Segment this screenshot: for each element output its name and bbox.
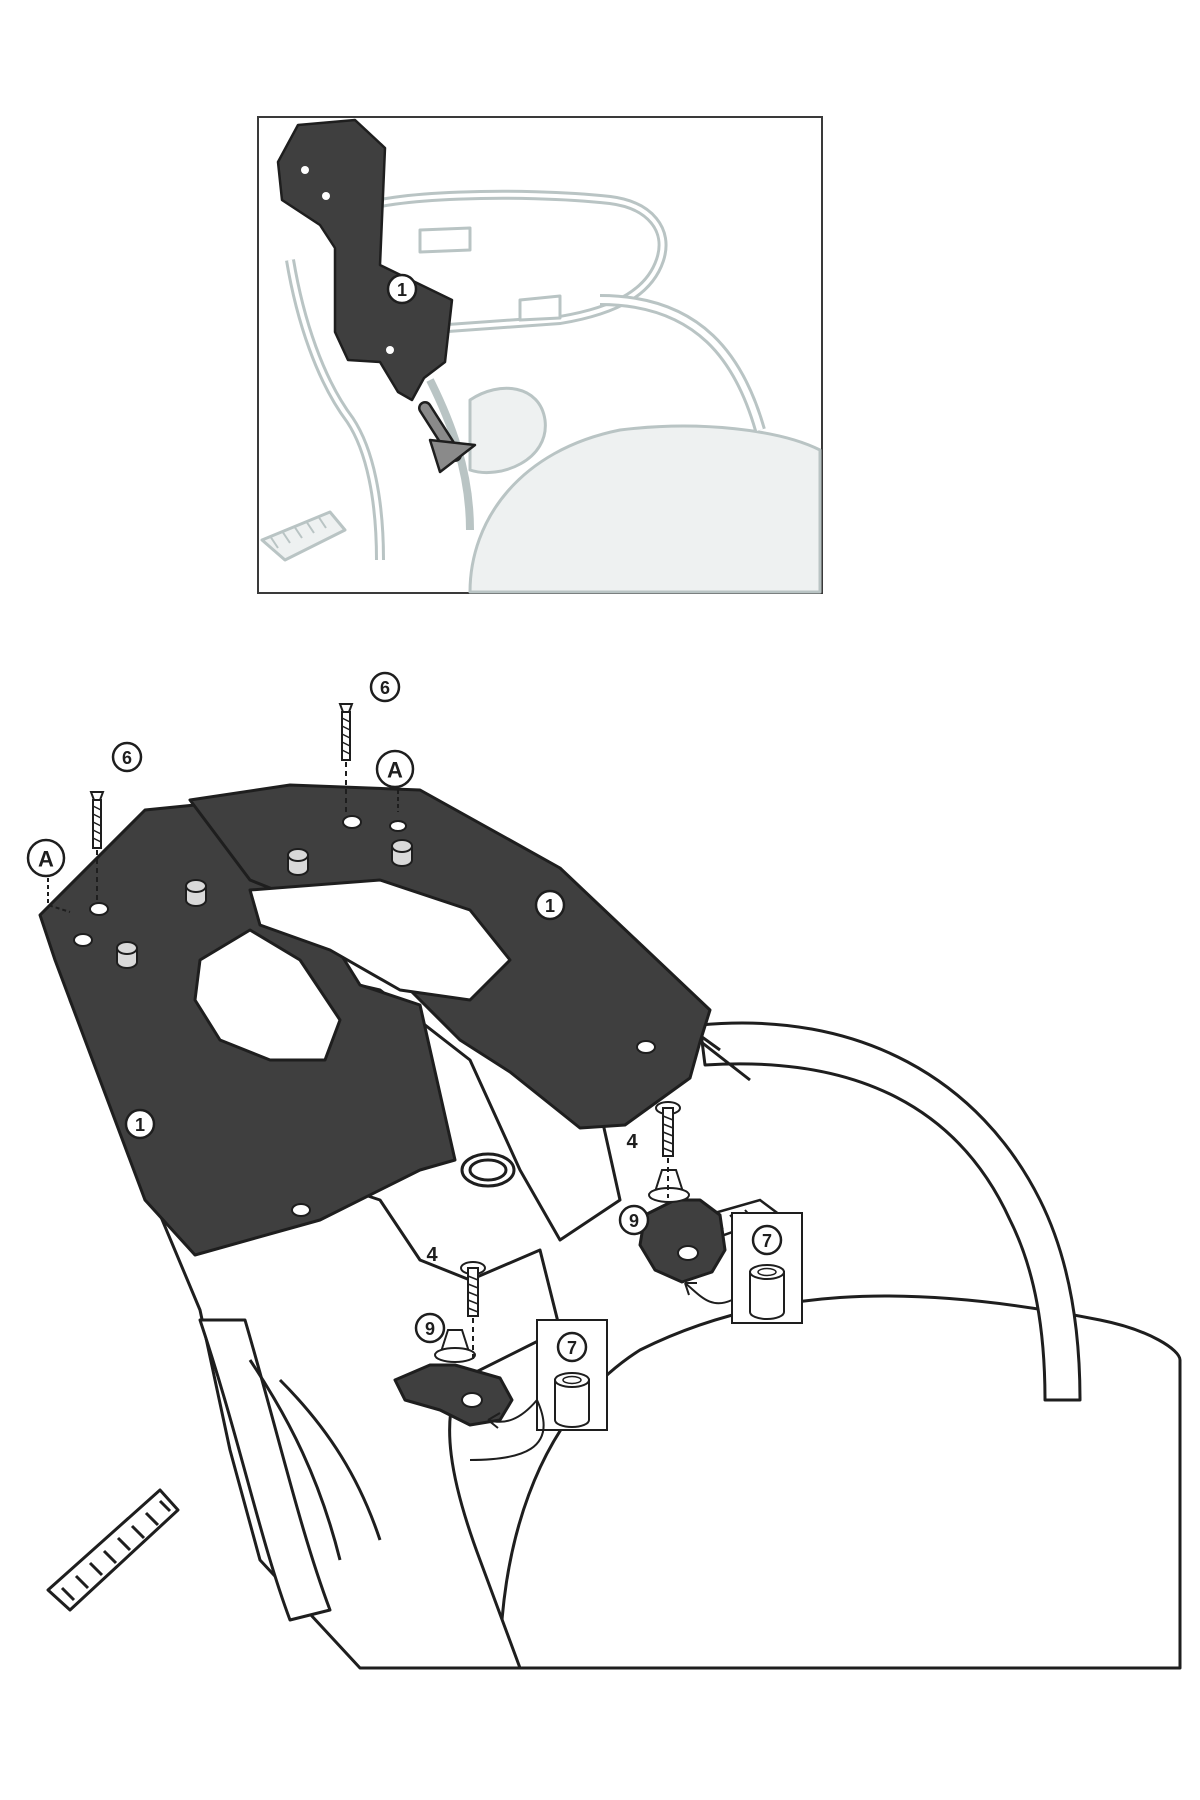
left-plate-holes — [73, 902, 311, 1217]
callout-9-left: 9 — [414, 1312, 446, 1344]
callout-7-left: 7 — [556, 1331, 588, 1363]
left-plate-spacers — [116, 879, 207, 969]
left-bracket-9 — [393, 1329, 514, 1427]
label-4-left: 4 — [426, 1244, 438, 1266]
svg-text:6: 6 — [122, 748, 132, 768]
svg-text:1: 1 — [135, 1115, 145, 1135]
callout-7-right: 7 — [751, 1224, 783, 1256]
svg-text:1: 1 — [397, 280, 407, 300]
callout-a-right: A — [375, 749, 415, 789]
svg-text:A: A — [38, 847, 54, 872]
left-screw-4 — [460, 1261, 486, 1360]
inset-motorcycle-ghost — [260, 189, 822, 594]
svg-text:6: 6 — [380, 678, 390, 698]
callout-1-right: 1 — [534, 889, 566, 921]
svg-text:9: 9 — [425, 1319, 435, 1339]
screw-6-left — [89, 791, 105, 902]
callout-9-right: 9 — [618, 1204, 650, 1236]
inset-overview: 1 — [257, 116, 823, 594]
inset-plate-1 — [276, 118, 454, 402]
right-plate-holes — [342, 815, 656, 1054]
svg-text:7: 7 — [762, 1231, 772, 1251]
spacer-arrows — [469, 1282, 733, 1461]
label-4-right: 4 — [626, 1131, 638, 1153]
right-bracket-9 — [638, 1169, 727, 1284]
left-frame-rail — [198, 1318, 332, 1622]
right-plate-spacers — [287, 839, 413, 876]
svg-text:7: 7 — [567, 1338, 577, 1358]
inset-arrow — [418, 401, 477, 474]
callout-6-left: 6 — [111, 741, 143, 773]
main-assembly: 6 6 A A 1 1 7 7 — [26, 671, 1182, 1670]
callout-6-right: 6 — [369, 671, 401, 703]
callout-1-left: 1 — [124, 1108, 156, 1140]
screw-6-right — [338, 703, 354, 816]
svg-text:A: A — [387, 758, 403, 783]
right-grab-rail — [698, 1021, 1082, 1402]
right-screw-4 — [655, 1101, 681, 1198]
callout-a-left: A — [26, 838, 66, 878]
svg-text:9: 9 — [629, 1211, 639, 1231]
svg-text:1: 1 — [545, 896, 555, 916]
spacer-7-box-right — [731, 1212, 803, 1324]
inset-callout-1: 1 — [386, 273, 418, 305]
